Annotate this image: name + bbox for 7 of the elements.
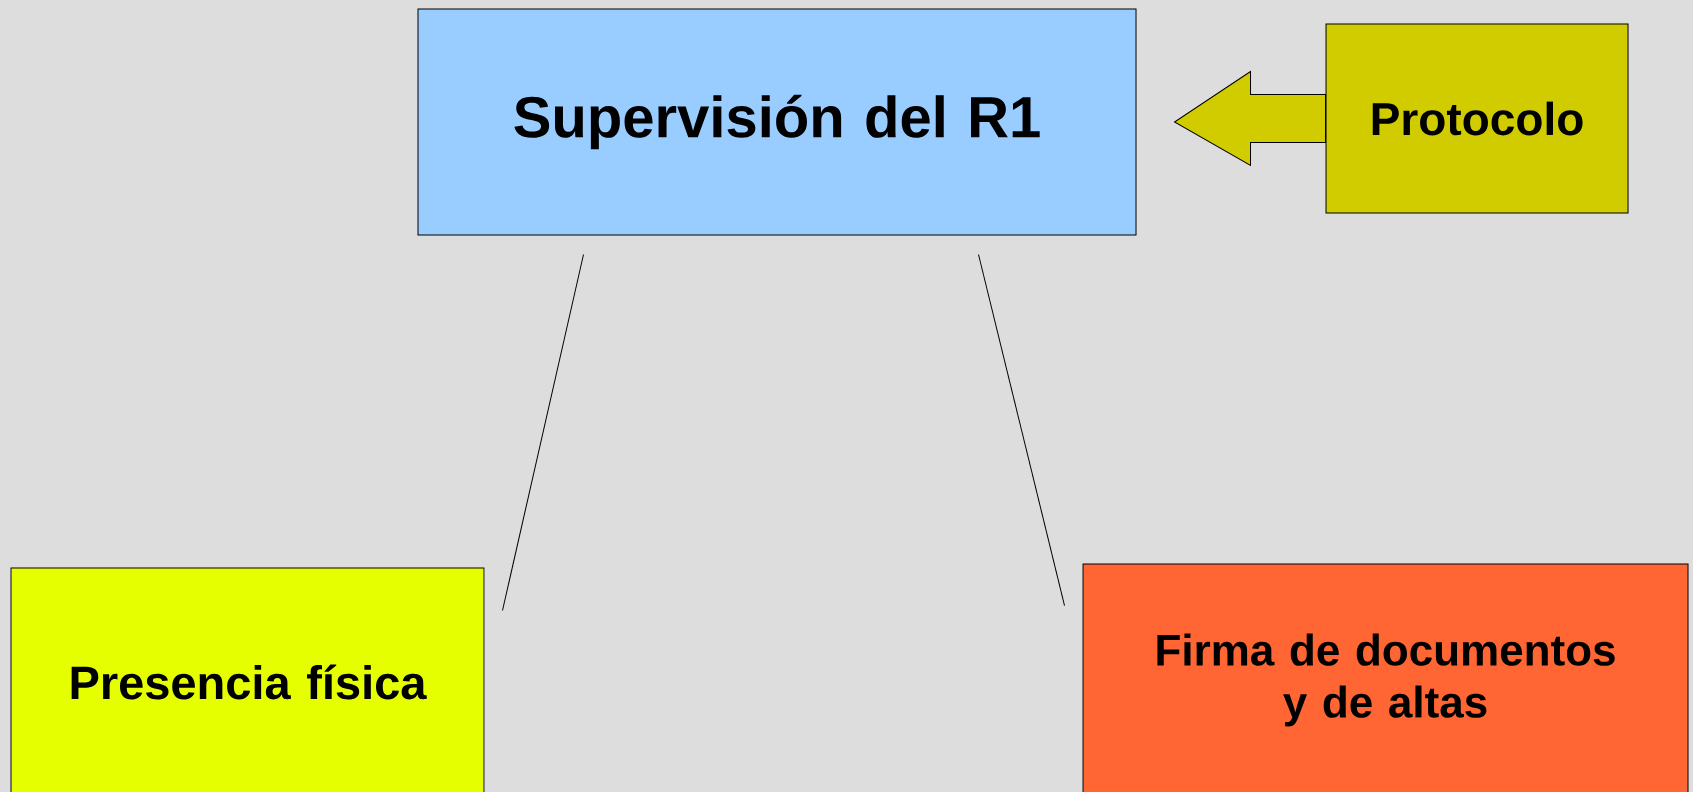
block-arrow (1174, 71, 1326, 166)
connector-line (502, 254, 584, 611)
connector-line (978, 254, 1065, 606)
process-box: Protocolo (1325, 23, 1629, 214)
process-box: Firma de documentos y de altas (1082, 563, 1689, 792)
process-box: Supervisión del R1 (417, 8, 1137, 236)
process-box: Presencia física (10, 567, 485, 792)
